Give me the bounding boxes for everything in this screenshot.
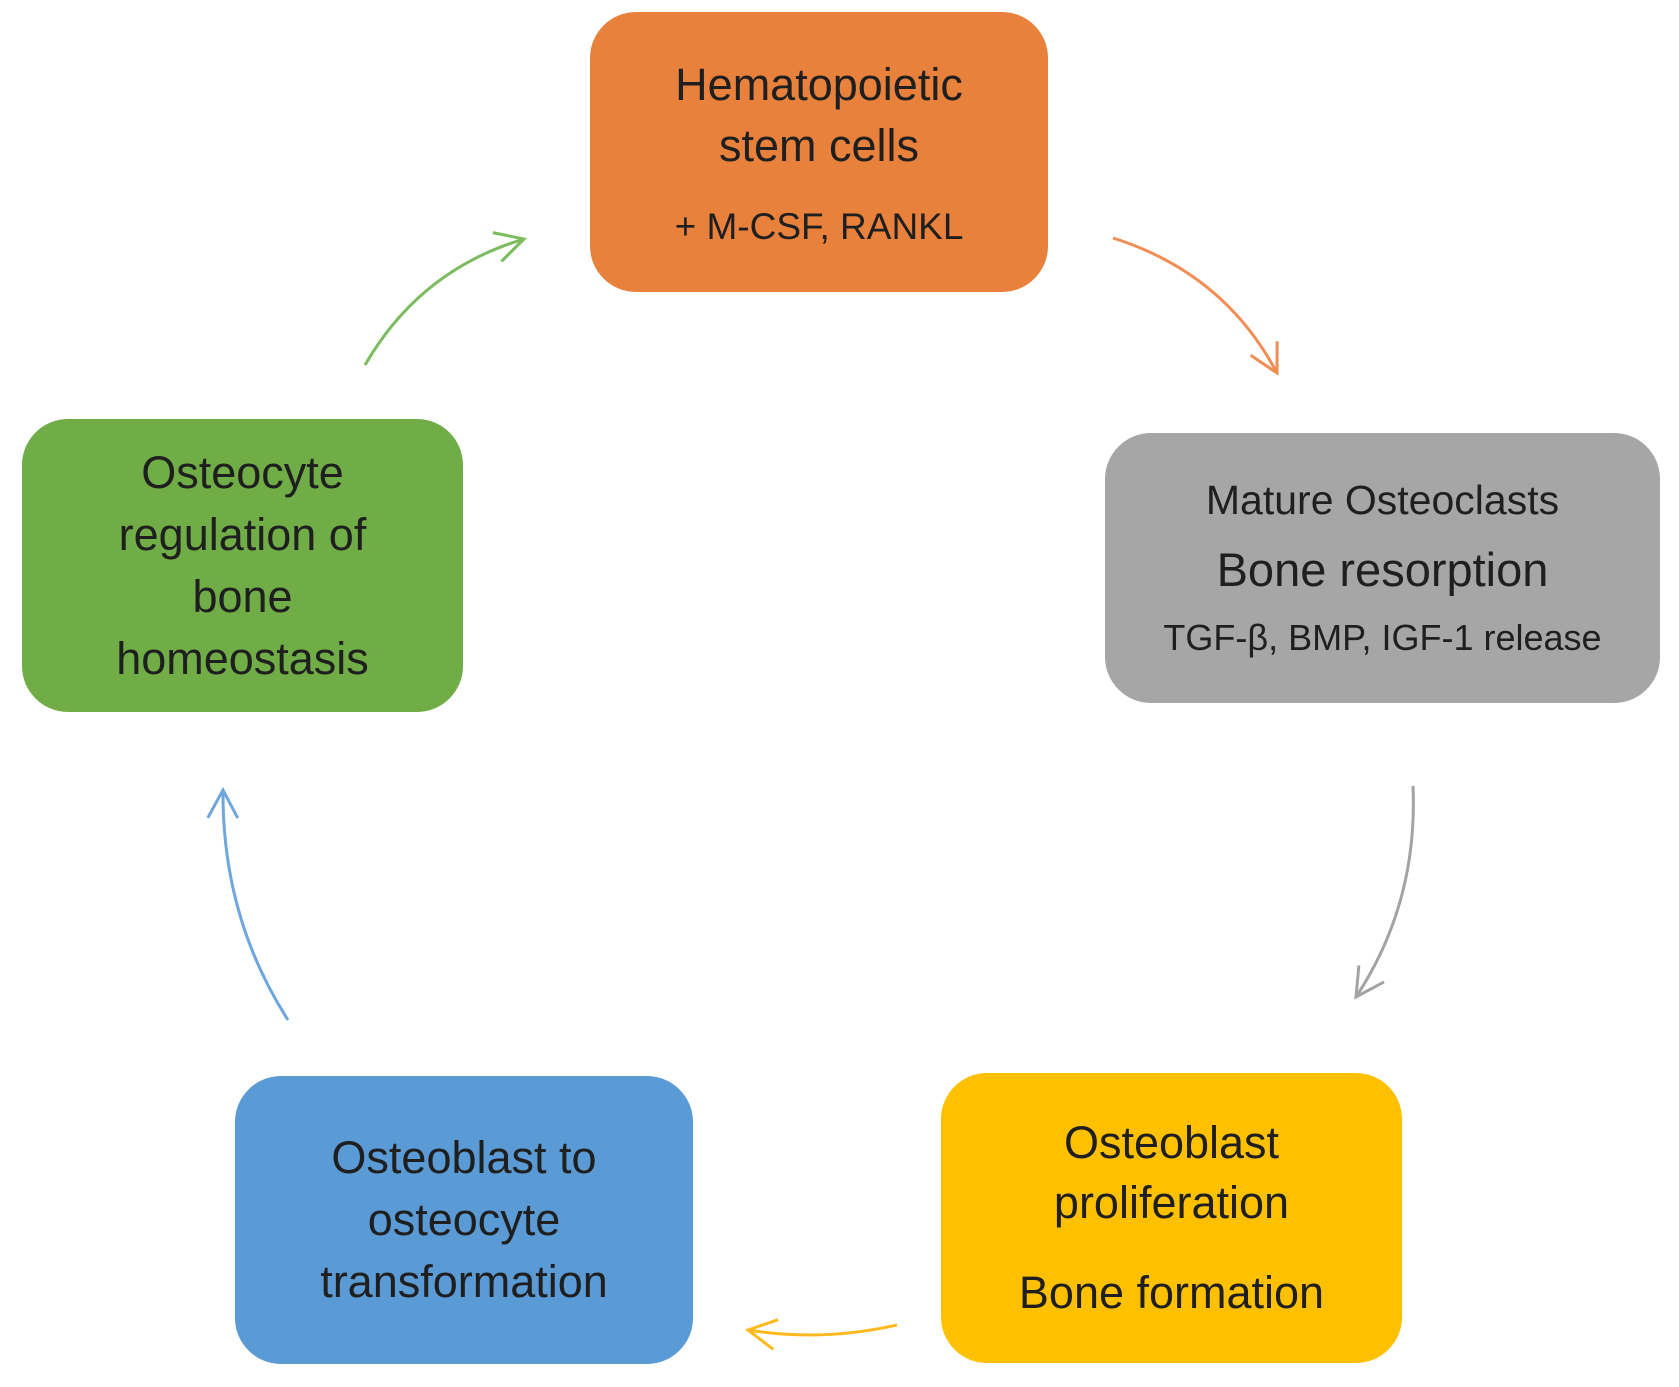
node-line: Osteoblast to: [331, 1132, 597, 1183]
node-line: regulation of: [118, 508, 367, 560]
node-line: Osteocyte: [141, 446, 344, 498]
node-osteocyte-regulation: Osteocyte regulation of bone homeostasis: [22, 419, 463, 712]
node-mature-osteoclasts: Mature Osteoclasts Bone resorption TGF-β…: [1105, 433, 1660, 703]
node-note: + M-CSF, RANKL: [674, 206, 964, 247]
node-osteoblast-proliferation: Osteoblast proliferation Bone formation: [941, 1073, 1402, 1363]
arrow-osteoclasts-to-proliferation: [1354, 785, 1415, 1000]
node-line: proliferation: [1053, 1177, 1290, 1228]
node-line: Hematopoietic: [675, 59, 963, 110]
arrow-transformation-to-regulation: [206, 786, 290, 1021]
node-line: Osteoblast: [1063, 1117, 1280, 1168]
node-line: stem cells: [718, 120, 920, 171]
node-line: Bone formation: [1018, 1267, 1325, 1318]
node-osteoblast-transformation: Osteoblast to osteocyte transformation: [235, 1076, 693, 1364]
node-line: osteocyte: [367, 1194, 561, 1245]
node-note: TGF-β, BMP, IGF-1 release: [1163, 617, 1602, 658]
arrow-proliferation-to-transformation: [744, 1318, 898, 1351]
node-line: transformation: [320, 1256, 608, 1307]
node-line: bone: [192, 570, 293, 622]
node-line: Mature Osteoclasts: [1205, 477, 1560, 523]
node-hematopoietic-stem-cells: Hematopoietic stem cells + M-CSF, RANKL: [590, 12, 1048, 292]
arrow-regulation-to-hematopoietic: [363, 231, 528, 366]
arrow-hematopoietic-to-osteoclasts: [1112, 236, 1279, 376]
node-line: Bone resorption: [1216, 543, 1549, 596]
node-line: homeostasis: [116, 632, 369, 684]
